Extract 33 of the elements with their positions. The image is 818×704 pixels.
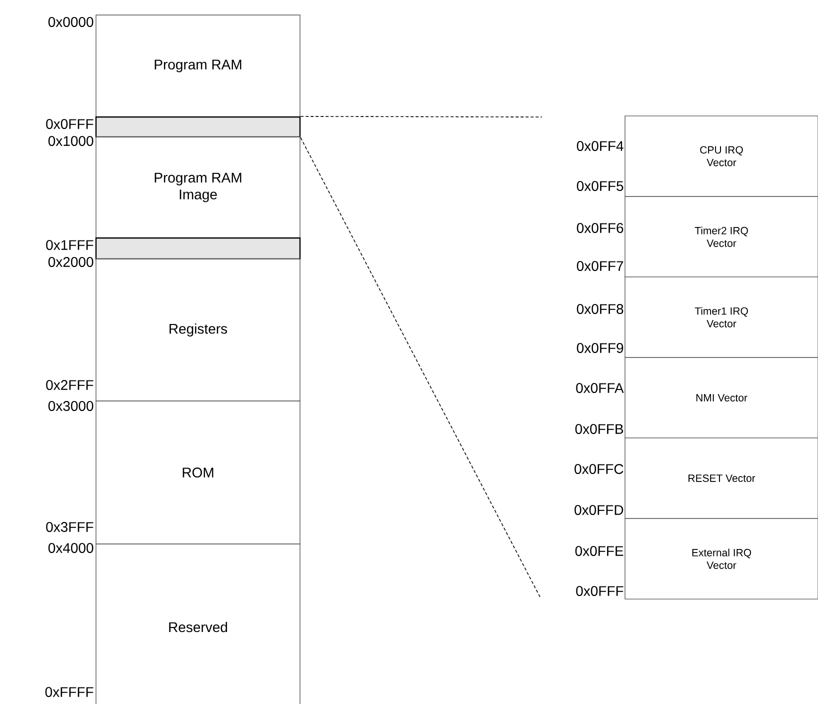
address-label: 0x0FF9 bbox=[576, 343, 624, 353]
vector-cell: CPU IRQ Vector bbox=[624, 116, 818, 197]
address-label: 0x0FF5 bbox=[576, 181, 624, 191]
address-label: 0x1FFF bbox=[46, 240, 94, 250]
address-label: 0x3000 bbox=[48, 401, 94, 411]
address-label: 0x0FFA bbox=[576, 383, 624, 393]
address-label: 0x0FFE bbox=[575, 546, 624, 556]
address-label: 0x3FFF bbox=[46, 522, 94, 532]
address-label: 0x0FFC bbox=[574, 464, 624, 474]
address-label: 0x0FFF bbox=[46, 119, 94, 129]
address-label: 0x0FF6 bbox=[576, 223, 624, 233]
memory-region: ROM bbox=[96, 400, 300, 544]
address-label: 0x0FFB bbox=[575, 424, 624, 434]
address-label: 0x2000 bbox=[48, 257, 94, 267]
leader-line bbox=[300, 116, 542, 118]
address-label: 0x0FFD bbox=[574, 505, 624, 515]
memory-region: Program RAM Image bbox=[96, 136, 300, 238]
vector-cell: RESET Vector bbox=[624, 438, 818, 519]
highlight-bar bbox=[95, 116, 301, 138]
address-label: 0x4000 bbox=[48, 543, 94, 553]
memory-region: Program RAM bbox=[96, 14, 300, 118]
memory-region: Reserved bbox=[96, 544, 300, 704]
vector-cell: Timer2 IRQ Vector bbox=[624, 196, 818, 278]
highlight-bar bbox=[95, 237, 301, 260]
address-label: 0x0FF7 bbox=[576, 261, 624, 271]
vector-cell: NMI Vector bbox=[624, 357, 818, 438]
vector-cell: External IRQ Vector bbox=[624, 518, 818, 600]
memory-region: Registers bbox=[96, 258, 300, 402]
address-label: 0x0FF8 bbox=[576, 304, 624, 314]
address-label: 0x1000 bbox=[48, 136, 94, 146]
leader-line bbox=[300, 137, 540, 598]
vector-cell: Timer1 IRQ Vector bbox=[624, 276, 818, 358]
address-label: 0x2FFF bbox=[46, 380, 94, 390]
